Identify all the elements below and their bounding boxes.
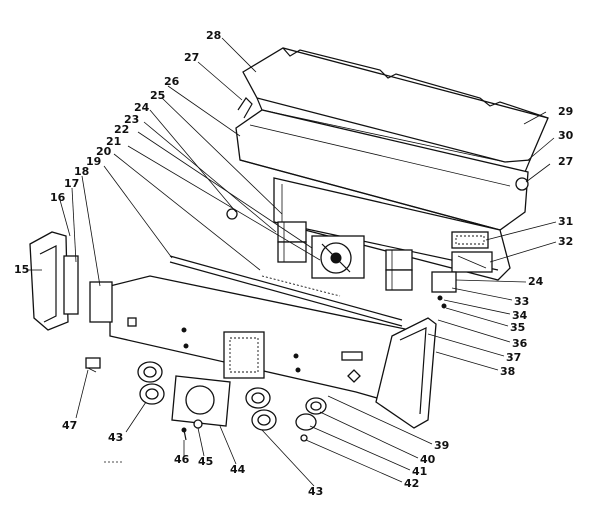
callout-21: 21 bbox=[106, 135, 122, 148]
knobs-right bbox=[245, 387, 327, 442]
callout-44: 44 bbox=[230, 463, 246, 476]
end-cap-left-part bbox=[29, 231, 113, 331]
callout-34: 34 bbox=[512, 309, 528, 322]
plate-part bbox=[171, 375, 231, 427]
knobs-left bbox=[137, 361, 165, 405]
callout-24-right: 24 bbox=[528, 275, 544, 288]
callout-43-left: 43 bbox=[108, 431, 124, 444]
callout-37: 37 bbox=[506, 351, 522, 364]
callout-27-right: 27 bbox=[558, 155, 574, 168]
callout-32: 32 bbox=[558, 235, 574, 248]
control-panel-part bbox=[109, 275, 412, 401]
callout-41: 41 bbox=[412, 465, 428, 478]
callout-23: 23 bbox=[124, 113, 140, 126]
callout-15: 15 bbox=[14, 263, 30, 276]
connector-part bbox=[85, 357, 101, 373]
callout-31: 31 bbox=[558, 215, 574, 228]
rod-part bbox=[169, 255, 403, 327]
callout-30: 30 bbox=[558, 129, 574, 142]
callout-20: 20 bbox=[96, 145, 112, 158]
callout-29: 29 bbox=[558, 105, 574, 118]
leader-lines bbox=[28, 37, 557, 487]
callout-22: 22 bbox=[114, 123, 130, 136]
clip-parts bbox=[226, 97, 529, 220]
callout-27-top: 27 bbox=[184, 51, 200, 64]
callout-46: 46 bbox=[174, 453, 190, 466]
callout-36: 36 bbox=[512, 337, 528, 350]
end-cap-right-part bbox=[375, 317, 437, 429]
callout-39: 39 bbox=[434, 439, 450, 452]
callout-24-left: 24 bbox=[134, 101, 150, 114]
relay-part bbox=[451, 231, 493, 273]
callout-47: 47 bbox=[62, 419, 78, 432]
back-panel-part bbox=[235, 109, 529, 231]
callout-33: 33 bbox=[514, 295, 530, 308]
top-cover-part bbox=[242, 47, 549, 173]
callout-19: 19 bbox=[86, 155, 102, 168]
switch-block-right bbox=[385, 249, 413, 291]
callout-40: 40 bbox=[420, 453, 436, 466]
callout-35: 35 bbox=[510, 321, 526, 334]
callout-42: 42 bbox=[404, 477, 420, 490]
screws bbox=[181, 419, 203, 441]
callout-25: 25 bbox=[150, 89, 166, 102]
callout-16: 16 bbox=[50, 191, 66, 204]
callout-45: 45 bbox=[198, 455, 214, 468]
callout-18: 18 bbox=[74, 165, 90, 178]
callout-26: 26 bbox=[164, 75, 180, 88]
small-switch-part bbox=[431, 271, 457, 309]
timer-part bbox=[311, 235, 365, 279]
callout-38: 38 bbox=[500, 365, 516, 378]
callout-17: 17 bbox=[64, 177, 80, 190]
callout-28: 28 bbox=[206, 29, 222, 42]
callout-43-right: 43 bbox=[308, 485, 324, 498]
